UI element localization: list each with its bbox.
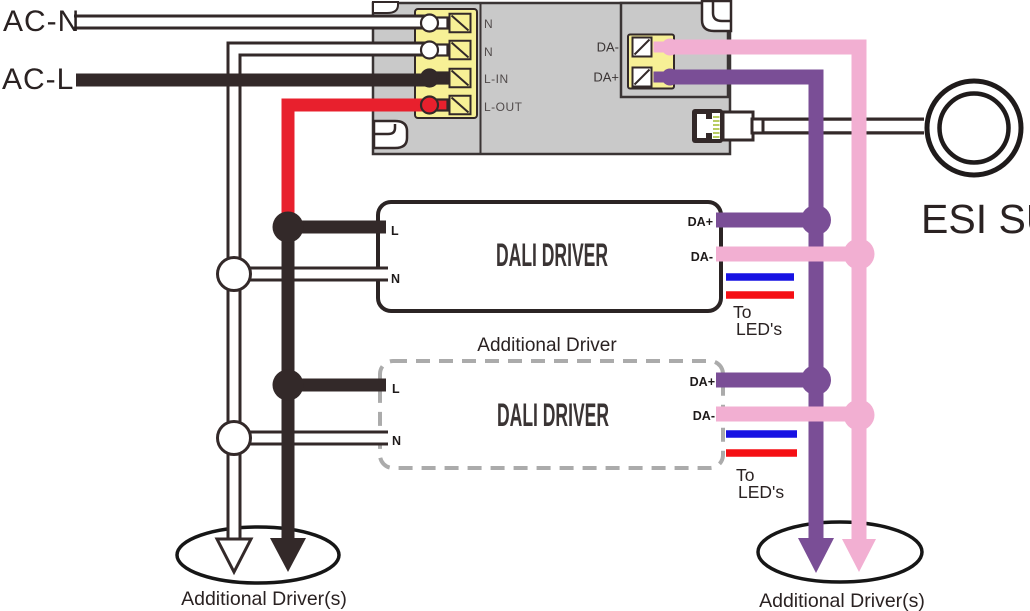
esi-sensor-label: ESI SU — [921, 196, 1030, 242]
driver-1-terminal-da-plus: DA+ — [688, 215, 713, 229]
esi-sensor-icon — [924, 78, 1024, 178]
terminal-label-l-in: L-IN — [484, 72, 509, 86]
additional-drivers-ellipse-right — [756, 520, 924, 584]
mounting-notch-icon — [372, 119, 409, 150]
esi-sensor-link: ESI SU — [692, 78, 1030, 242]
terminal-label-n1: N — [484, 17, 493, 31]
junction-ring-neutral-1 — [216, 256, 252, 292]
continuation-arrows — [214, 537, 876, 576]
dali-driver-2: Additional Driver DALI DRIVER L N DA+ DA… — [378, 335, 797, 502]
to-leds-label: To — [736, 465, 754, 485]
to-leds-label: LED's — [738, 482, 784, 502]
junction-dot-line-1 — [272, 211, 304, 243]
terminal-label-da-minus: DA- — [597, 40, 619, 55]
wire-lug-icon — [419, 68, 449, 88]
screw-terminal-icon — [448, 94, 472, 116]
terminal-label-n2: N — [484, 45, 493, 59]
driver-2-title: DALI DRIVER — [497, 397, 609, 433]
screw-terminal-icon — [631, 66, 653, 88]
junction-dot-dali-plus-1 — [801, 205, 831, 235]
screw-terminal-icon — [448, 39, 472, 61]
dali-minus-arrow-icon — [842, 539, 876, 572]
neutral-bus-wire — [226, 41, 426, 542]
junction-ring-neutral-2 — [216, 420, 252, 456]
rj-pins-icon — [713, 116, 720, 138]
rj-plug-tip-icon — [750, 117, 765, 135]
screw-terminal-icon — [448, 67, 472, 89]
junction-dot-dali-minus-1 — [843, 238, 875, 270]
wire-lugs — [419, 13, 679, 115]
dali-plus-arrow-icon — [798, 538, 834, 573]
terminal-label-da-plus: DA+ — [593, 70, 619, 85]
driver-1-terminal-l: L — [391, 224, 399, 238]
terminal-label-l-out: L-OUT — [484, 100, 523, 114]
mounting-notch-icon — [700, 0, 733, 33]
ac-line-label: AC-L — [2, 63, 74, 96]
dali-minus-bus-wire — [672, 39, 867, 541]
neutral-arrow-icon — [214, 537, 254, 576]
wire-lug-icon — [419, 95, 449, 115]
switched-line-wire — [281, 98, 426, 232]
additional-drivers-label-right: Additional Driver(s) — [759, 590, 925, 611]
additional-driver-caption: Additional Driver — [477, 335, 617, 356]
driver-2-terminal-l: L — [392, 382, 400, 396]
mains-terminal-block — [414, 8, 478, 119]
additional-drivers-label-left: Additional Driver(s) — [181, 588, 347, 610]
driver-2-terminal-n: N — [392, 434, 401, 448]
screw-terminal-icon — [631, 36, 653, 58]
wire-lug-icon — [419, 40, 449, 60]
ac-neutral-label: AC-N — [3, 5, 80, 38]
rj-plug-icon — [721, 110, 755, 142]
to-leds-label: LED's — [736, 319, 782, 339]
mains-wiring — [74, 14, 426, 542]
wire-lug-icon — [419, 13, 449, 33]
driver-1-title: DALI DRIVER — [496, 237, 608, 273]
junction-dot-line-2 — [272, 369, 304, 401]
driver-1-terminal-da-minus: DA- — [691, 250, 713, 264]
wire-lug-icon — [653, 68, 679, 86]
wire-junctions — [216, 205, 875, 456]
to-leds-label: To — [733, 302, 751, 322]
dali-driver-1: DALI DRIVER L N DA+ DA- To LED's — [376, 200, 794, 339]
rj-socket-icon — [692, 109, 723, 143]
mounting-notch-icon — [372, 1, 399, 14]
wire-lug-icon — [653, 38, 679, 56]
line-arrow-icon — [270, 538, 306, 572]
driver-1-terminal-n: N — [391, 272, 400, 286]
junction-dot-dali-minus-2 — [843, 399, 875, 431]
additional-drivers-ellipse-left — [175, 525, 341, 585]
screw-terminal-icon — [448, 12, 472, 34]
driver-2-terminal-da-minus: DA- — [693, 409, 715, 423]
junction-dot-dali-plus-2 — [801, 365, 831, 395]
driver-2-terminal-da-plus: DA+ — [690, 375, 715, 389]
